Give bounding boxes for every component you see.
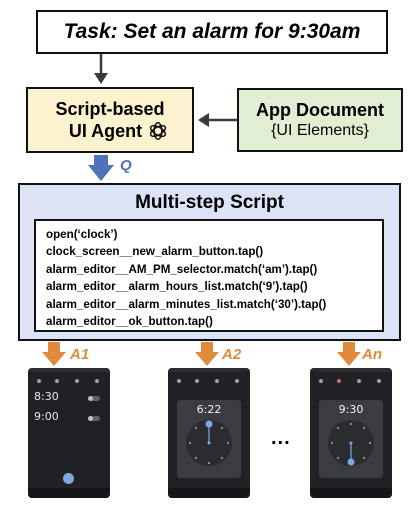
q-arrow — [88, 155, 114, 181]
time-picker-dialog: 9:30 — [319, 400, 383, 478]
picker-time: 6:22 — [196, 403, 222, 416]
add-alarm-icon — [63, 473, 74, 484]
app-document-title: App Document — [256, 100, 384, 120]
screenshot-alarm-editor-hours: 6:22 — [168, 368, 250, 498]
a2-arrow — [195, 342, 219, 366]
alarm-time-2: 9:00 — [34, 410, 59, 423]
script-line: open(‘clock’) — [46, 228, 118, 241]
action-label-a2: A2 — [222, 346, 242, 363]
multi-step-script-box: Multi-step Script open(‘clock’) clock_sc… — [18, 183, 401, 341]
ellipsis: ... — [271, 427, 291, 449]
alarm-toggles-icon — [88, 396, 100, 421]
script-line: alarm_editor__AM_PM_selector.match(‘am’)… — [46, 262, 318, 276]
clock-dial-icon — [328, 420, 374, 466]
task-text: Task: Set an alarm for 9:30am — [63, 20, 361, 43]
agent-title-line2: UI Agent — [68, 121, 143, 141]
task-box: Task: Set an alarm for 9:30am — [36, 10, 388, 54]
ui-agent-box: Script-based UI Agent — [26, 87, 194, 153]
script-title: Multi-step Script — [135, 192, 284, 213]
app-document-box: App Document {UI Elements} — [237, 88, 403, 152]
picker-time: 9:30 — [338, 403, 364, 416]
clock-tabs-icon — [319, 379, 381, 383]
screenshot-alarm-editor-minutes: 9:30 — [310, 368, 392, 498]
screenshot-clock-screen: 8:30 9:00 — [28, 368, 110, 498]
action-label-a1: A1 — [70, 346, 90, 363]
an-arrow — [337, 342, 361, 366]
app-document-subtitle: {UI Elements} — [271, 122, 369, 139]
a1-arrow — [42, 342, 66, 366]
time-picker-dialog: 6:22 — [177, 400, 241, 478]
script-line: alarm_editor__alarm_minutes_list.match(‘… — [46, 297, 327, 311]
script-line: alarm_editor__alarm_hours_list.match(‘9’… — [46, 280, 308, 294]
clock-dial-icon — [186, 420, 232, 466]
script-line: alarm_editor__ok_button.tap() — [46, 315, 213, 329]
script-code-box: open(‘clock’) clock_screen__new_alarm_bu… — [34, 219, 384, 332]
script-line: clock_screen__new_alarm_button.tap() — [46, 245, 264, 259]
clock-tabs-icon — [37, 379, 99, 383]
clock-tabs-icon — [177, 379, 239, 383]
openai-logo-icon — [150, 122, 167, 140]
agent-title-line1: Script-based — [55, 99, 165, 119]
action-label-an: An — [362, 346, 382, 363]
alarm-time-1: 8:30 — [34, 390, 59, 403]
q-label: Q — [120, 157, 132, 174]
